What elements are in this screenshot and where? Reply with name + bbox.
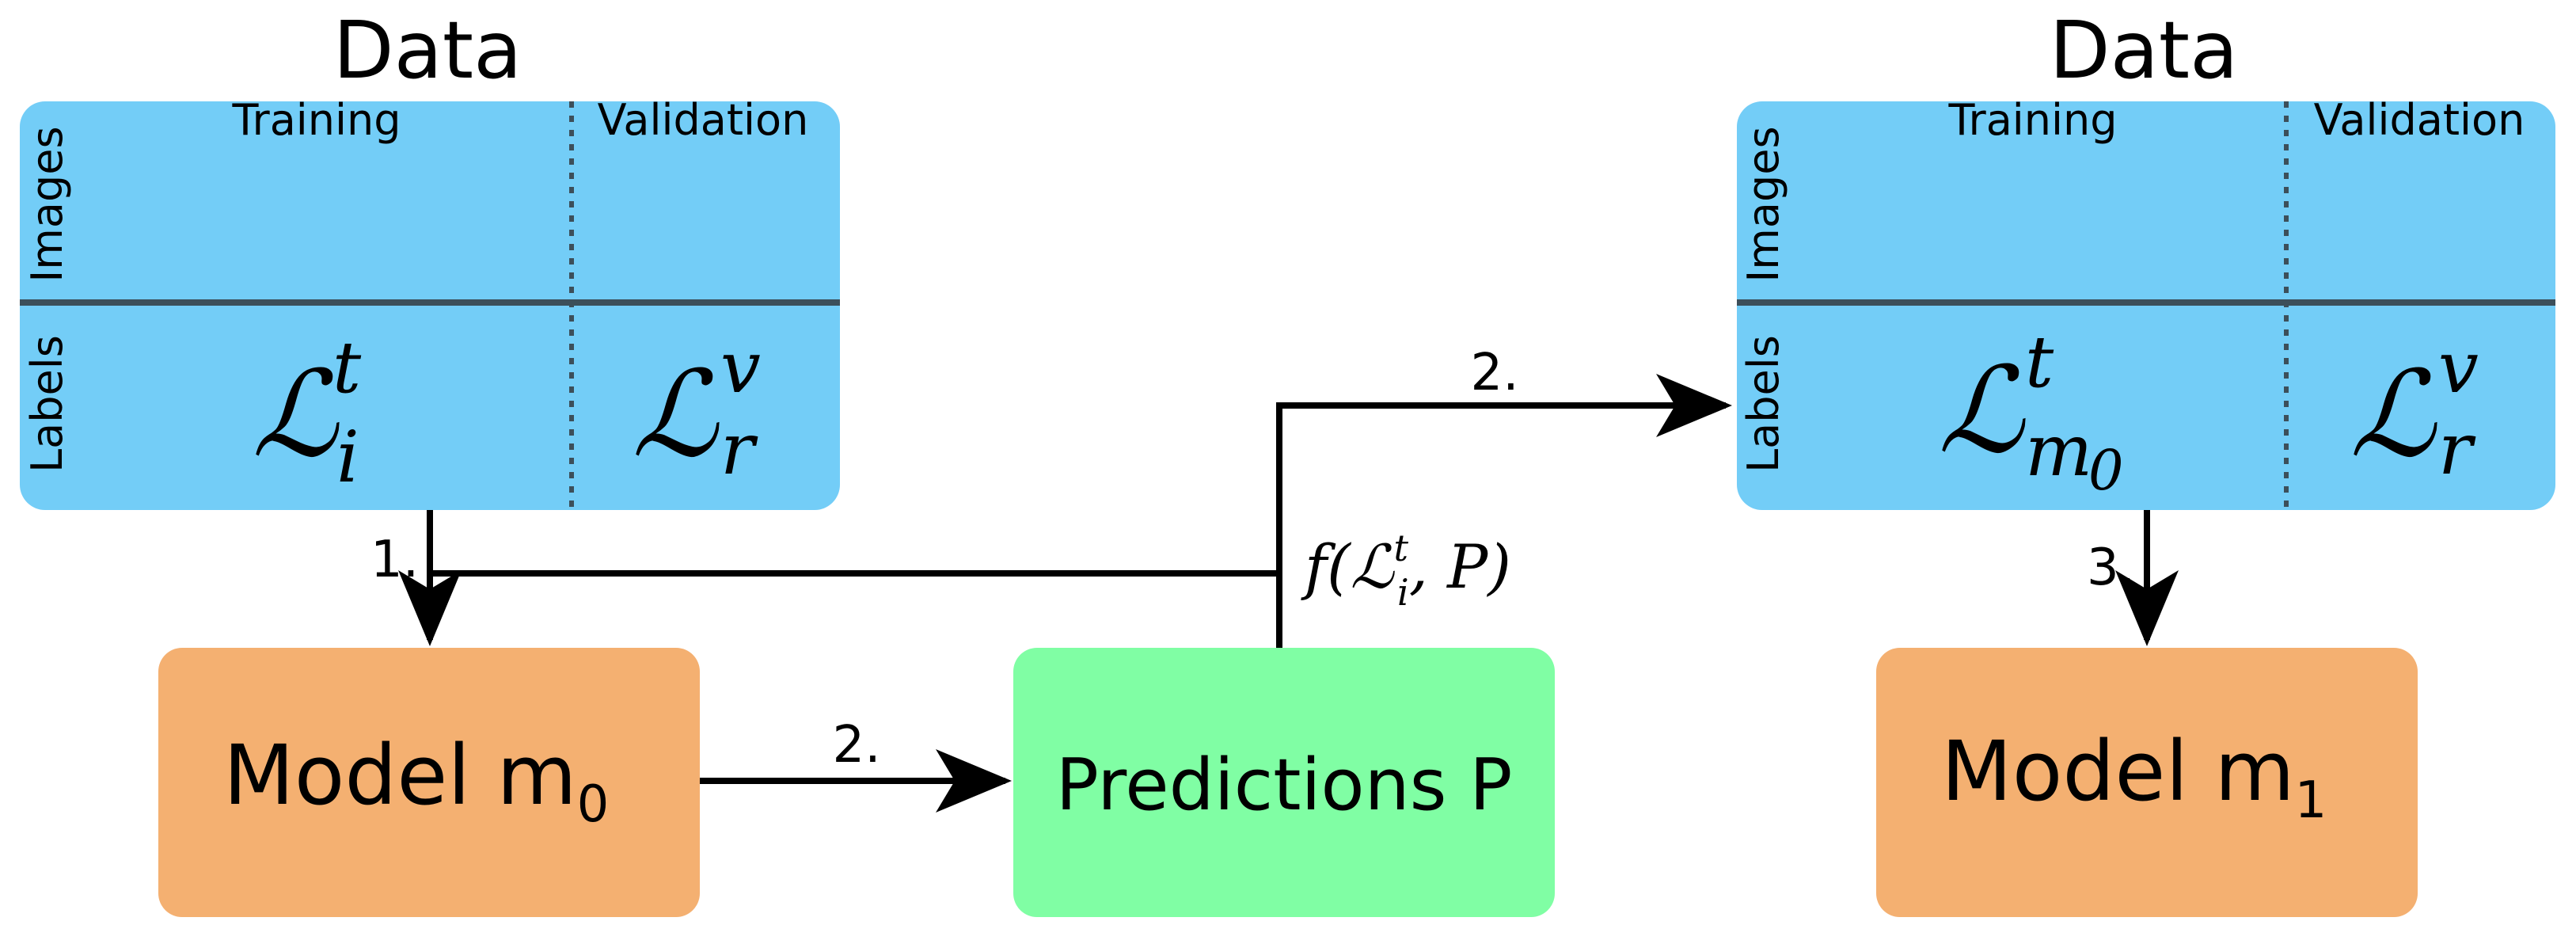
left-label-validation-main: ℒ [632, 346, 720, 484]
function-open-paren: ( [1327, 531, 1351, 602]
left-col-training: Training [231, 95, 401, 145]
step2-model-to-pred-label: 2. [832, 716, 880, 775]
model-m0-box [158, 648, 700, 917]
step1-label: 1. [370, 531, 419, 589]
model-m0-label: Model m0 [223, 727, 609, 834]
model-m1-box [1876, 648, 2418, 917]
left-label-training: ℒ t i [252, 326, 362, 499]
model-m1-node: Model m1 [1876, 648, 2418, 917]
right-label-validation-sup: v [2438, 326, 2479, 409]
left-label-validation: ℒ v r [632, 326, 761, 491]
model-m1-label: Model m1 [1941, 723, 2327, 830]
right-data-block: Data Training Validation Images Labels ℒ… [1737, 4, 2555, 510]
model-m0-subscript: 0 [577, 775, 610, 834]
model-m1-subscript: 1 [2295, 771, 2327, 830]
right-label-training-sup: t [2025, 321, 2054, 404]
right-label-training: ℒ t m 0 [1938, 321, 2124, 503]
function-L: ℒ [1351, 531, 1396, 602]
left-row-labels: Labels [22, 335, 72, 473]
function-rest: , P) [1409, 531, 1511, 602]
step2-to-data-label: 2. [1470, 344, 1518, 402]
function-sub: i [1397, 571, 1409, 614]
model-m0-node: Model m0 [158, 648, 700, 917]
left-label-training-main: ℒ [252, 346, 340, 484]
right-label-training-subsub: 0 [2088, 438, 2124, 503]
right-label-validation-main: ℒ [2350, 346, 2437, 484]
right-label-validation: ℒ v r [2350, 326, 2479, 491]
right-data-title: Data [2050, 4, 2239, 97]
predictions-box [1013, 648, 1555, 917]
model-m0-text: Model m [223, 727, 577, 824]
right-col-training: Training [1947, 95, 2117, 145]
left-data-title: Data [333, 4, 522, 97]
left-label-validation-sub: r [720, 408, 758, 491]
left-col-validation: Validation [598, 95, 809, 145]
right-col-validation: Validation [2314, 95, 2525, 145]
predictions-node: Predictions P [1013, 648, 1555, 917]
left-data-block: Data Training Validation Images Labels ℒ… [20, 4, 840, 510]
step3-label: 3. [2087, 539, 2135, 597]
left-row-images: Images [22, 126, 72, 282]
left-label-training-sub: i [336, 416, 359, 499]
right-label-training-main: ℒ [1938, 342, 2026, 480]
right-row-labels: Labels [1738, 335, 1788, 473]
left-label-training-sup: t [332, 326, 362, 409]
model-m1-text: Model m [1941, 723, 2295, 820]
predictions-label: Predictions P [1056, 744, 1513, 827]
left-label-validation-sup: v [720, 326, 761, 409]
arrow-step2-to-data [1276, 374, 1732, 648]
right-label-training-sub: m [2025, 409, 2092, 493]
function-sup: t [1394, 527, 1409, 569]
right-label-validation-sub: r [2438, 408, 2476, 491]
right-row-images: Images [1738, 126, 1788, 282]
